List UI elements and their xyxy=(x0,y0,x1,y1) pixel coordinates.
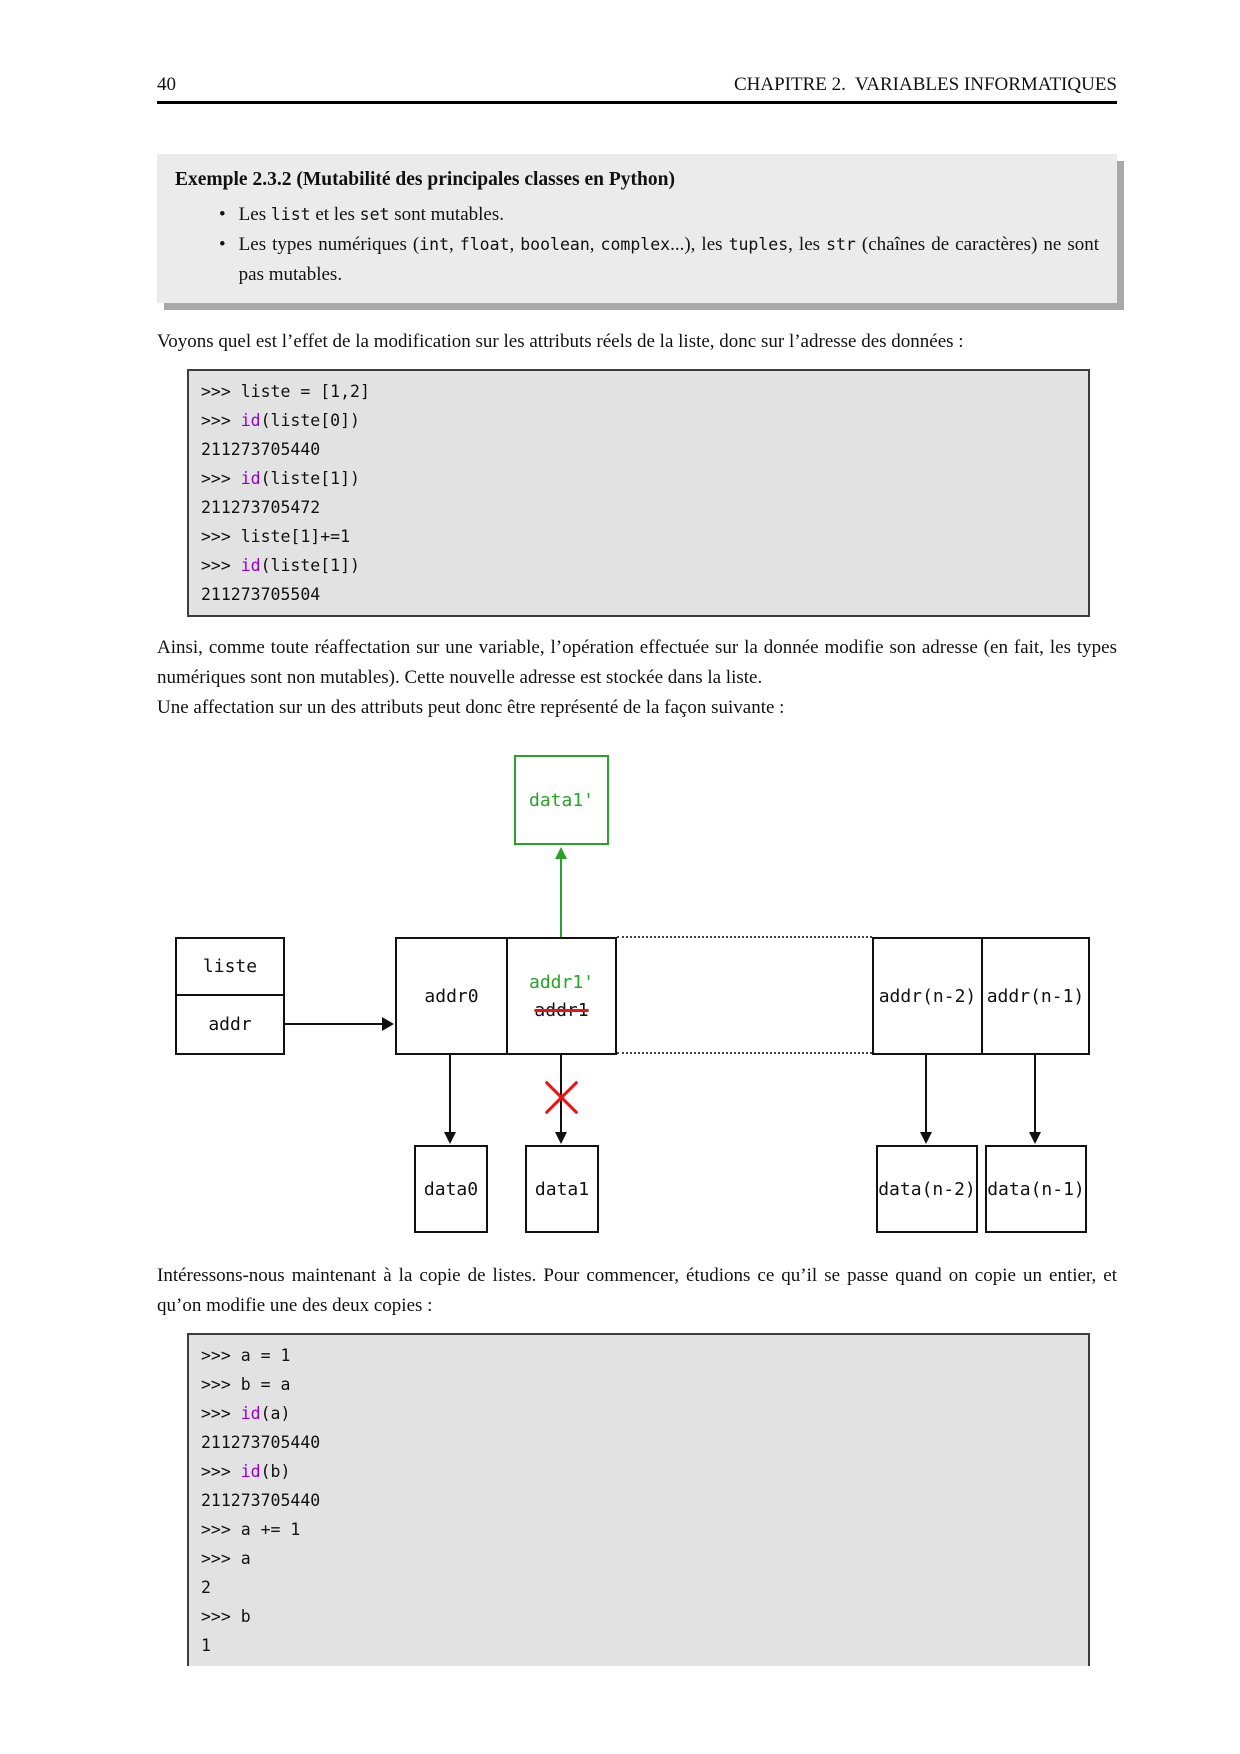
bullet-text: Les list et les set sont mutables. xyxy=(238,204,505,225)
data-n1-box: data(n-1) xyxy=(985,1145,1087,1233)
paragraph-affectation-attributs: Une affectation sur un des attributs peu… xyxy=(157,697,785,718)
data-n2-box: data(n-2) xyxy=(876,1145,978,1233)
bullet-icon: • xyxy=(219,204,226,225)
addr-tail-box: addr(n-2) addr(n-1) xyxy=(872,937,1090,1055)
addr-n2-label: addr(n-2) xyxy=(878,985,977,1007)
code-line: 211273705504 xyxy=(201,585,321,604)
code-line: >>> a = 1 xyxy=(201,1346,291,1365)
dotted-line-bottom xyxy=(617,1052,872,1054)
addr-n1-label: addr(n-1) xyxy=(986,985,1085,1007)
code-line: 211273705440 xyxy=(201,1491,321,1510)
code-line: 211273705472 xyxy=(201,498,321,517)
arrow-addrn2-datan2-head-icon xyxy=(920,1132,932,1144)
dotted-line-top xyxy=(617,936,872,938)
code-line: >>> id(a) xyxy=(201,1404,291,1423)
pointer-arrow-head-icon xyxy=(382,1017,394,1031)
code-line: >>> b = a xyxy=(201,1375,291,1394)
code-line: >>> id(liste[0]) xyxy=(201,411,360,430)
example-title: Exemple 2.3.2 (Mutabilité des principale… xyxy=(175,169,675,190)
list-item: • Les list et les set sont mutables. xyxy=(219,200,1099,230)
addr-cell: addr xyxy=(177,996,283,1053)
pointer-arrow-line xyxy=(285,1023,383,1025)
code-line: >>> a += 1 xyxy=(201,1520,301,1539)
code-line: >>> liste = [1,2] xyxy=(201,382,370,401)
addr-label: addr xyxy=(208,1014,252,1035)
liste-cell: liste xyxy=(177,939,283,996)
arrow-addrn1-datan1-head-icon xyxy=(1029,1132,1041,1144)
addr-n1-cell: addr(n-1) xyxy=(983,939,1088,1053)
code-line: >>> liste[1]+=1 xyxy=(201,527,351,546)
page-header: 40 CHAPITRE 2. VARIABLES INFORMATIQUES xyxy=(157,74,1117,104)
data1-label: data1 xyxy=(534,1178,590,1200)
data1-prime-label: data1' xyxy=(528,789,595,811)
arrow-addrn1-datan1-line xyxy=(1034,1055,1036,1133)
addr0-cell: addr0 xyxy=(397,939,508,1053)
paragraph-intro-modification: Voyons quel est l’effet de la modificati… xyxy=(157,331,964,352)
bullet-text: Les types numériques (int, float, boolea… xyxy=(238,234,1100,285)
arrow-addr0-data0-head-icon xyxy=(444,1132,456,1144)
addr0-label: addr0 xyxy=(424,985,479,1007)
code-line: >>> id(b) xyxy=(201,1462,291,1481)
data0-box: data0 xyxy=(414,1145,488,1233)
code-line: >>> id(liste[1]) xyxy=(201,469,360,488)
green-arrow-line xyxy=(560,858,562,937)
code-line: >>> b xyxy=(201,1607,251,1626)
data1-box: data1 xyxy=(525,1145,599,1233)
liste-label: liste xyxy=(202,956,258,977)
addr-n2-cell: addr(n-2) xyxy=(874,939,983,1053)
addr1-prime-label: addr1' xyxy=(528,971,595,993)
code-line: 1 xyxy=(201,1636,211,1655)
code-line: >>> id(liste[1]) xyxy=(201,556,360,575)
data-n2-label: data(n-2) xyxy=(878,1178,976,1200)
list-mutation-diagram: data1' liste addr addr0 addr1' addr1 xyxy=(157,747,1117,1239)
arrow-addrn2-datan2-line xyxy=(925,1055,927,1133)
bullet-icon: • xyxy=(219,234,226,255)
chapter-title: CHAPITRE 2. VARIABLES INFORMATIQUES xyxy=(733,74,1117,95)
data0-label: data0 xyxy=(423,1178,479,1200)
addr1-stack: addr1' addr1 xyxy=(529,972,594,1021)
paragraph-copie-listes: Intéressons-nous maintenant à la copie d… xyxy=(157,1265,1117,1316)
data-n1-label: data(n-1) xyxy=(987,1178,1085,1200)
example-bullet-list: • Les list et les set sont mutables. • L… xyxy=(175,200,1099,290)
code-line: 2 xyxy=(201,1578,211,1597)
arrow-addr0-data0-line xyxy=(449,1055,451,1133)
paragraph-reaffectation: Ainsi, comme toute réaffectation sur une… xyxy=(157,637,1117,688)
addr1-cell: addr1' addr1 xyxy=(508,939,615,1053)
liste-variable-box: liste addr xyxy=(175,937,285,1055)
addr1-struck-label: addr1 xyxy=(534,999,589,1021)
code-block-list-ids: >>> liste = [1,2] >>> id(liste[0]) 2112737… xyxy=(187,369,1090,617)
list-item: • Les types numériques (int, float, bool… xyxy=(219,230,1099,290)
code-block-int-copy: >>> a = 1 >>> b = a >>> id(a) 211273705440 >… xyxy=(187,1333,1090,1666)
green-arrow-up-icon xyxy=(555,847,567,859)
arrow-addr1-data1-head-icon xyxy=(555,1132,567,1144)
page-number: 40 xyxy=(157,74,176,95)
code-line: >>> a xyxy=(201,1549,251,1568)
addr-array-box: addr0 addr1' addr1 xyxy=(395,937,617,1055)
code-line: 211273705440 xyxy=(201,1433,321,1452)
data1-prime-box: data1' xyxy=(514,755,609,845)
example-box: Exemple 2.3.2 (Mutabilité des principale… xyxy=(157,154,1117,303)
code-line: 211273705440 xyxy=(201,440,321,459)
